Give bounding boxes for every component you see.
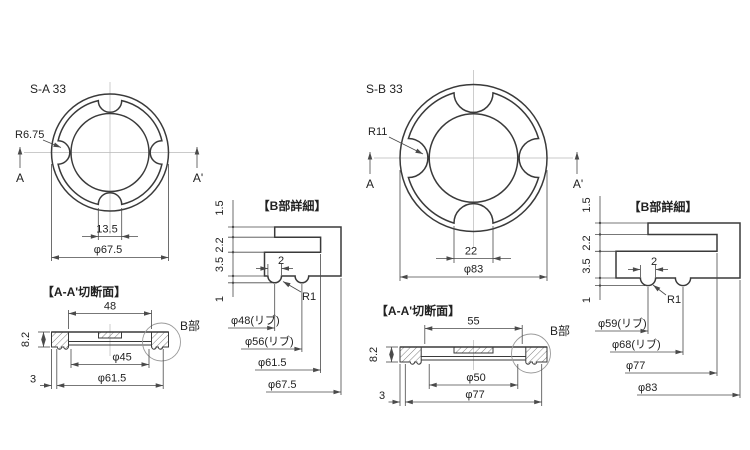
sb-notch-width-value: 22	[465, 246, 477, 258]
sa-section-marker-a: A	[16, 171, 24, 185]
sa-outer-dia-value: φ67.5	[94, 244, 123, 256]
sa-mid-dia-value: φ61.5	[98, 373, 127, 385]
sa-rib-width-dim: 2	[256, 255, 293, 275]
sb-seg2-value: 2.2	[581, 235, 593, 250]
sa-inner-ring-with-notches	[57, 99, 163, 206]
sb-mid-dia-value: φ77	[465, 389, 484, 401]
sa-rib-radius-label: R1	[302, 291, 316, 303]
sa-dia2-value: φ56(リブ)	[245, 334, 294, 348]
sb-dia4-value: φ83	[638, 382, 657, 394]
sa-notch-radius-label: R6.75	[15, 129, 44, 141]
sb-bore-circle	[428, 112, 519, 204]
sa-top-width-dim: 48	[68, 301, 152, 329]
sb-section-view: 【A-A'切断面】 B部 55 8.2 φ50	[368, 303, 570, 406]
sa-rib-width-value: 2	[278, 255, 284, 267]
sb-rib-radius-leader	[652, 284, 667, 296]
sa-detail-view: 【B部詳細】 1.5 2.2 3.5 1 2 R1	[214, 198, 342, 395]
sb-detail-profile	[615, 222, 741, 287]
sb-plan-view: S-B 33 R11 A A' 22 φ83	[366, 70, 583, 281]
sa-edge-value: 3	[30, 374, 36, 386]
sb-rib-width-dim: 2	[628, 256, 668, 277]
sb-height-value: 8.2	[368, 347, 380, 362]
sb-mid-dia-dim: φ77	[404, 364, 543, 406]
sb-section-cut-markers: A A'	[366, 152, 583, 191]
sa-detail-dia-dims: φ48(リブ) φ56(リブ) φ61.5 φ67.5	[228, 254, 342, 395]
sa-part-label: S-A 33	[30, 82, 66, 96]
sb-rib-radius-label: R1	[667, 294, 681, 306]
sa-section-right-rim	[151, 331, 169, 350]
sb-edge-value: 3	[379, 390, 385, 402]
sb-detail-thickness-chain: 1.5 2.2 3.5 1	[581, 196, 648, 303]
sa-rib-radius-leader	[282, 281, 302, 293]
sa-notch-width-dim: 13.5	[82, 208, 138, 240]
sa-seg4-value: 1	[214, 296, 226, 302]
sb-section-marker-a: A	[366, 177, 374, 191]
sb-notch-width-dim: 22	[436, 226, 511, 263]
sa-outer-circle	[50, 93, 170, 212]
sb-section-left-rim	[399, 346, 422, 365]
sa-edge-dim: 3	[30, 349, 52, 389]
sb-section-title: 【A-A'切断面】	[376, 303, 460, 318]
sb-top-width-dim: 55	[424, 316, 523, 344]
sb-detail-ref-label: B部	[550, 323, 570, 338]
sb-inner-dia-value: φ50	[466, 372, 485, 384]
sb-dia2-value: φ68(リブ)	[612, 337, 661, 351]
sb-height-dim: 8.2	[368, 346, 398, 363]
sa-section-title: 【A-A'切断面】	[42, 284, 126, 299]
sa-outer-dia-dim: φ67.5	[51, 164, 169, 261]
sb-seg3-value: 3.5	[581, 258, 593, 273]
sa-height-value: 8.2	[20, 332, 32, 347]
sa-radius-leader	[42, 139, 62, 148]
sa-mid-dia-dim: φ61.5	[56, 349, 164, 389]
sb-radius-leader	[388, 136, 424, 155]
sb-inner-ring-with-notches	[407, 91, 540, 225]
sb-dia1-value: φ59(リブ)	[598, 316, 647, 330]
sa-detail-ref-circle	[142, 322, 181, 362]
sa-seg2-value: 2.2	[214, 237, 226, 252]
sb-seg1-value: 1.5	[581, 197, 593, 212]
sa-section-center-boss	[98, 331, 122, 339]
sb-part-label: S-B 33	[366, 82, 403, 96]
sa-detail-thickness-chain: 1.5 2.2 3.5 1	[214, 200, 275, 302]
sb-section-marker-a-prime: A'	[573, 177, 583, 191]
sb-detail-view: 【B部詳細】 1.5 2.2 3.5 1 2 R1	[581, 196, 741, 398]
sa-section-marker-a-prime: A'	[193, 171, 203, 185]
sb-top-width-value: 55	[467, 316, 479, 328]
sa-detail-ref-label: B部	[180, 318, 200, 333]
sa-dia1-value: φ48(リブ)	[231, 313, 280, 327]
sa-dia4-value: φ67.5	[268, 379, 297, 391]
sa-plan-view: S-A 33 R6.75 A A' 13.5 φ67.5	[15, 82, 203, 261]
sb-inner-dia-dim: φ50	[428, 364, 519, 389]
sa-seg3-value: 3.5	[214, 257, 226, 272]
sb-detail-dia-dims: φ59(リブ) φ68(リブ) φ77 φ83	[595, 253, 741, 398]
sa-section-left-rim	[51, 331, 69, 350]
sb-notch-radius-label: R11	[368, 126, 387, 138]
sa-height-dim: 8.2	[20, 331, 50, 348]
sb-edge-dim: 3	[379, 364, 401, 406]
sa-dia3-value: φ61.5	[258, 357, 287, 369]
sa-section-view: 【A-A'切断面】 B部 48 8.2 φ45	[20, 284, 200, 389]
sb-rib-width-value: 2	[651, 256, 657, 268]
sa-top-width-value: 48	[104, 301, 116, 313]
sb-outer-dia-value: φ83	[464, 264, 483, 276]
sa-bore-circle	[70, 112, 150, 193]
sa-detail-profile	[263, 226, 342, 284]
sb-seg4-value: 1	[581, 297, 593, 303]
sb-outer-dia-dim: φ83	[399, 170, 548, 281]
sb-detail-ref-circle	[511, 333, 551, 374]
sb-section-center-boss	[453, 346, 494, 354]
sb-outer-circle	[399, 83, 548, 233]
sb-dia3-value: φ77	[626, 360, 645, 372]
sa-inner-dia-dim: φ45	[70, 349, 150, 368]
sa-notch-width-value: 13.5	[96, 224, 117, 236]
sa-inner-dia-value: φ45	[112, 352, 131, 364]
sa-seg1-value: 1.5	[214, 200, 226, 215]
sa-detail-title: 【B部詳細】	[258, 198, 327, 213]
sb-section-right-rim	[525, 346, 548, 365]
sa-section-cut-markers: A A'	[16, 147, 203, 185]
sb-detail-title: 【B部詳細】	[629, 199, 698, 214]
